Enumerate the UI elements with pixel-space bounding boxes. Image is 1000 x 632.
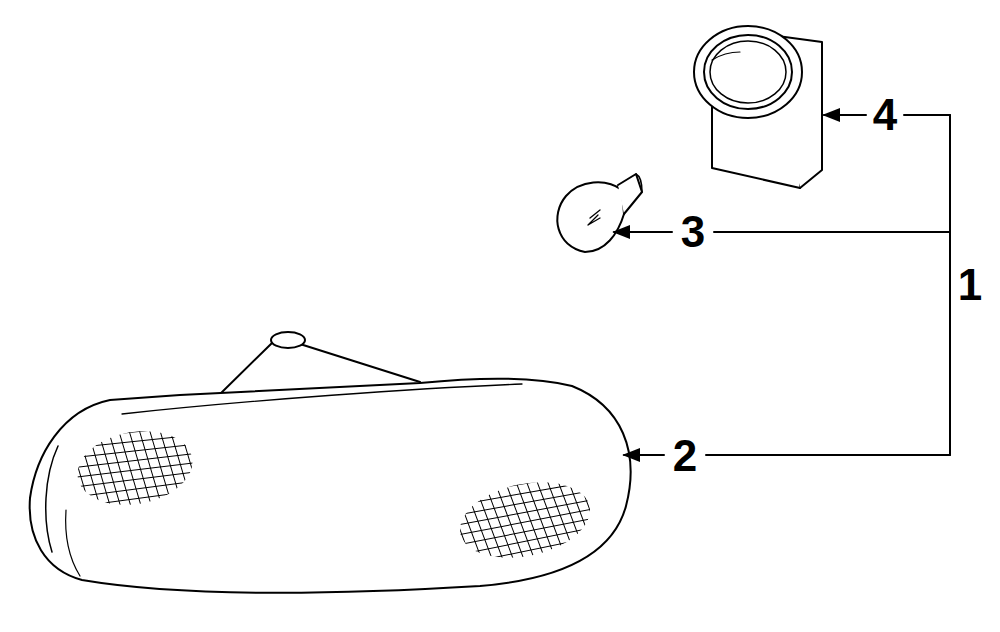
hatch-line xyxy=(524,412,595,614)
hatch-line xyxy=(563,403,634,605)
hatch-line xyxy=(171,358,229,560)
hatch-line xyxy=(437,547,633,590)
hatch-line xyxy=(26,385,226,424)
hatch-line xyxy=(436,431,507,632)
hatch-line xyxy=(592,397,663,599)
hatch-line xyxy=(504,416,575,618)
hatch-line xyxy=(180,356,238,558)
hatch-line xyxy=(415,441,613,492)
hatch-line xyxy=(494,418,565,620)
hatch-line xyxy=(465,424,536,626)
hatch-line xyxy=(436,538,632,580)
hatch-line xyxy=(43,503,241,532)
hatch-line xyxy=(455,426,526,628)
hatch-line xyxy=(29,405,228,442)
hatch-line xyxy=(421,470,618,518)
hatch-line xyxy=(413,431,611,483)
lens-texture xyxy=(22,352,268,581)
hatch-line xyxy=(151,361,209,563)
hatch-line xyxy=(411,421,609,474)
hatch-line xyxy=(439,556,635,600)
leader-lines xyxy=(614,115,950,455)
hatch-line xyxy=(48,538,247,571)
hatch-line xyxy=(443,574,639,619)
hatch-line xyxy=(35,444,234,477)
hatch-line xyxy=(485,420,556,622)
hatch-line xyxy=(42,494,240,522)
hatch-line xyxy=(573,401,644,603)
hatch-line xyxy=(582,399,653,601)
lens-texture xyxy=(406,397,663,632)
hatch-line xyxy=(28,395,227,433)
wedge-bulb xyxy=(557,174,642,252)
hatch-line xyxy=(431,519,627,563)
hatch-line xyxy=(475,422,546,624)
bulb-socket xyxy=(694,26,822,188)
hatch-line xyxy=(408,411,606,465)
callout-number: 1 xyxy=(956,263,984,307)
hatch-line xyxy=(45,520,243,551)
hatch-line xyxy=(446,428,517,630)
turn-signal-lens xyxy=(30,332,631,593)
hatch-line xyxy=(161,359,219,561)
hatch-line xyxy=(441,565,637,610)
hatch-line xyxy=(32,424,231,459)
callout-number: 3 xyxy=(679,210,707,254)
hatch-line xyxy=(534,410,605,612)
hatch-line xyxy=(47,529,246,561)
hatch-line xyxy=(417,450,615,500)
hatch-line xyxy=(543,408,614,610)
hatch-line xyxy=(210,352,268,554)
hatch-line xyxy=(39,474,237,504)
callout-number: 2 xyxy=(671,434,699,478)
hatch-line xyxy=(36,454,235,486)
hatch-line xyxy=(25,375,225,415)
callout-number: 4 xyxy=(871,93,899,137)
hatch-line xyxy=(445,582,642,628)
hatch-line xyxy=(553,406,624,608)
hatch-line xyxy=(426,433,497,632)
hatch-line xyxy=(44,512,242,542)
hatch-line xyxy=(429,509,625,554)
hatch-line xyxy=(33,434,232,468)
hatch-line xyxy=(416,435,487,632)
hatch-line xyxy=(423,480,620,527)
hatch-line xyxy=(200,354,258,556)
hatch-line xyxy=(190,355,248,557)
hatch-line xyxy=(514,414,585,616)
hatch-line xyxy=(23,365,223,406)
